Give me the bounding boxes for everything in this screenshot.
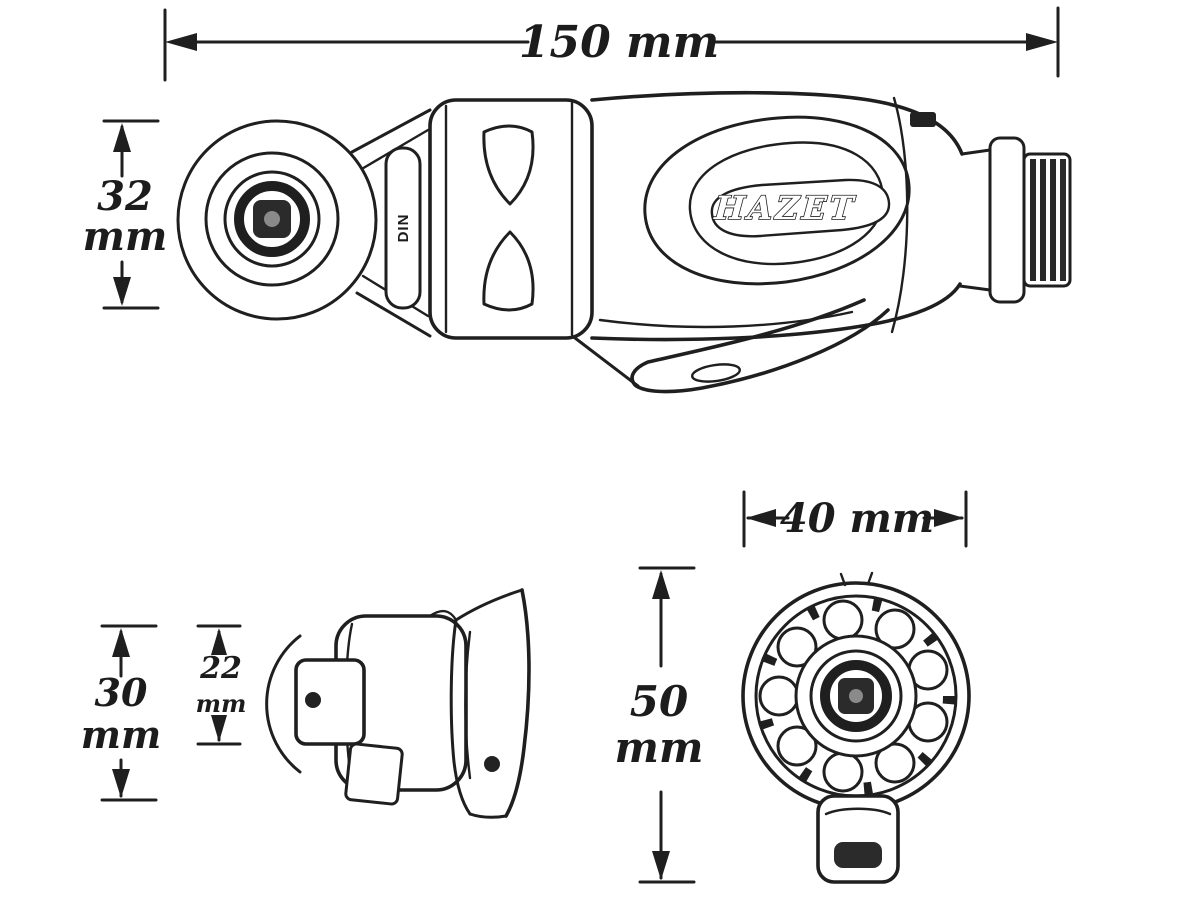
end-view-drawing <box>741 571 971 884</box>
scallop-bump <box>822 599 864 641</box>
arrowhead-down <box>112 769 130 798</box>
arrowhead-down <box>652 851 670 880</box>
scallop-bump <box>874 742 916 784</box>
arrowhead-right <box>1026 33 1058 51</box>
trigger-lever <box>630 298 890 394</box>
square-drive-unit: mm <box>196 689 247 718</box>
scallop-bump <box>758 675 800 717</box>
arrowhead-down <box>113 277 131 306</box>
din-marking: DIN <box>395 214 412 243</box>
front-height-unit: mm <box>81 712 161 757</box>
neck-top-line <box>350 108 432 154</box>
head-ring <box>204 151 340 287</box>
dimension-body-width: 40 mm <box>742 490 968 548</box>
thread-stripe <box>1060 159 1066 281</box>
square-drive-front <box>294 658 366 746</box>
arrowhead-up <box>652 570 670 599</box>
dimension-square-drive: 22 mm <box>196 624 247 746</box>
seam-mark <box>839 572 847 587</box>
arrowhead-up <box>112 628 130 657</box>
drive-pin-hole <box>264 211 280 227</box>
head-height-unit: mm <box>83 213 168 260</box>
scallop-bump <box>776 725 818 767</box>
body-right-edge <box>504 588 531 818</box>
scallop-bump <box>874 608 916 650</box>
scallop-bump <box>822 751 864 793</box>
front-view-drawing <box>265 588 531 819</box>
din-band <box>384 146 422 310</box>
trigger-detail <box>691 363 741 383</box>
drive-collar-ring <box>234 181 310 257</box>
end-height-value: 50 <box>630 677 688 726</box>
side-view-drawing: DIN HAZET <box>176 90 1072 394</box>
arrowhead-right <box>934 509 964 527</box>
body-mid-line <box>464 630 472 780</box>
seam-mark <box>866 571 874 586</box>
body-bottom-join <box>468 812 508 819</box>
front-height-value: 30 <box>95 670 148 715</box>
grip-cutout-top <box>482 124 535 206</box>
dimension-end-height: 50 mm <box>615 566 704 884</box>
arrowhead-down <box>211 715 227 742</box>
tab-slot <box>834 842 882 868</box>
drive-collar-ring <box>820 660 892 732</box>
grip-cutout-bottom <box>482 230 535 312</box>
end-height-unit: mm <box>615 723 704 772</box>
arrowhead-left <box>165 33 197 51</box>
logo-plate <box>710 178 891 238</box>
square-drive-value: 22 <box>199 651 242 686</box>
thread-stripe <box>1040 159 1046 281</box>
body-width-label: 40 mm <box>780 495 934 542</box>
scallop-bump <box>776 626 818 668</box>
head-ring <box>223 170 321 268</box>
body-left-edge <box>449 618 472 816</box>
inlet-neck-bottom <box>958 284 992 292</box>
head-height-value: 32 <box>97 173 153 220</box>
grip-swoosh-outer <box>643 115 911 286</box>
front-collar <box>428 98 594 340</box>
tab-top-line <box>824 807 892 816</box>
lower-square-lug <box>344 742 404 806</box>
drive-detent-ball <box>305 692 321 708</box>
arrowhead-up <box>211 628 227 655</box>
body-bottom-edge <box>590 282 962 342</box>
body-top-join <box>454 588 524 622</box>
thread-stripe <box>1050 159 1056 281</box>
body-top-edge <box>590 90 964 156</box>
end-view-inner-ring <box>809 649 903 743</box>
front-detail-dot <box>484 756 500 772</box>
rear-button <box>910 112 936 127</box>
thread-stripe <box>1030 159 1036 281</box>
inlet-neck-top <box>960 148 992 156</box>
arrowhead-up <box>113 123 131 152</box>
brand-logo: HAZET <box>712 189 857 227</box>
neck-bottom-line <box>355 291 432 338</box>
dimension-front-height: 30 mm <box>81 624 161 802</box>
head-body-connector <box>428 609 458 622</box>
trigger-pivot-line <box>573 336 640 388</box>
drive-pin-hole <box>849 689 863 703</box>
head-edge-arc <box>265 634 302 774</box>
arrowhead-left <box>746 509 776 527</box>
inlet-coupler <box>988 136 1026 304</box>
dimension-head-height: 32 mm <box>83 119 168 310</box>
dimension-overall-length: 150 mm <box>163 6 1060 82</box>
rear-cap-seam <box>890 96 909 334</box>
knurl-ticks <box>757 597 955 795</box>
overall-length-label: 150 mm <box>519 17 719 68</box>
